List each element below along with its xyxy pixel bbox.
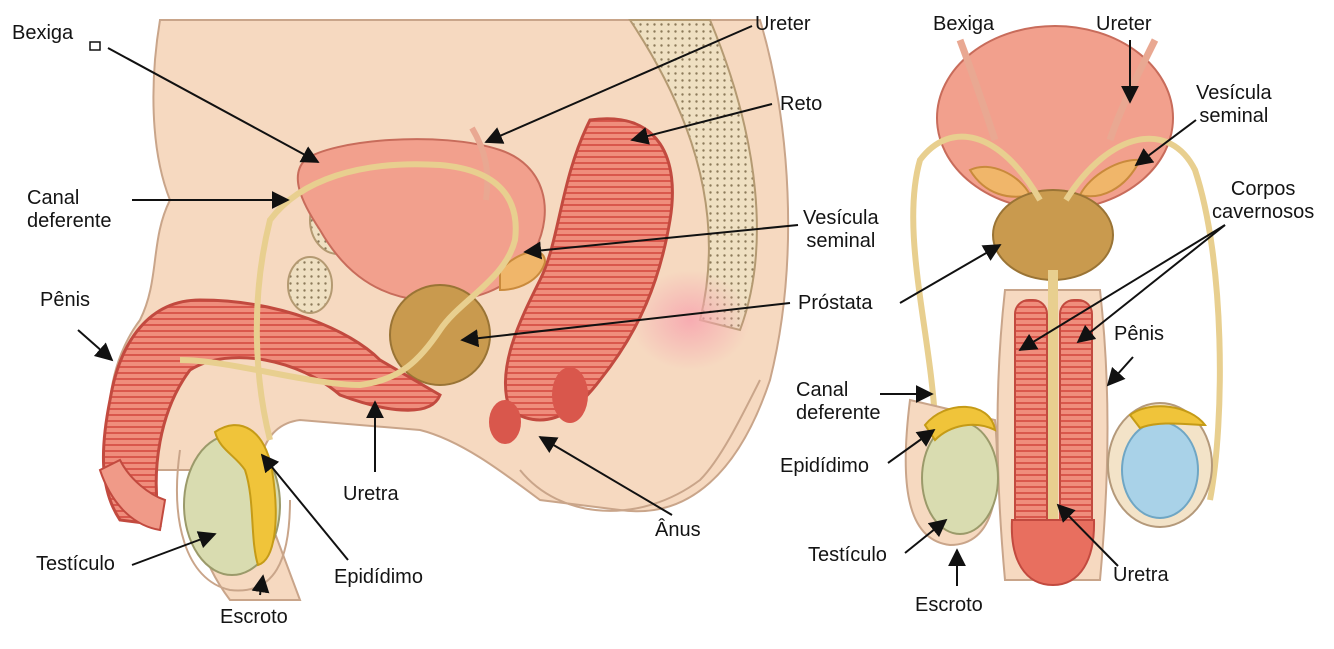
label-rectum: Reto <box>780 93 822 116</box>
label-corpora-cavernosa-line2: cavernosos <box>1212 201 1314 224</box>
sagittal-view <box>100 20 788 600</box>
label-bladder: Bexiga <box>12 22 73 45</box>
label-seminal-vesicle-frontal-line2: seminal <box>1196 105 1272 128</box>
label-vas-deferens-frontal-line2: deferente <box>796 402 881 425</box>
label-vas-deferens-line2: deferente <box>27 210 112 233</box>
label-scrotum: Escroto <box>220 606 288 629</box>
label-bladder-frontal: Bexiga <box>933 13 994 36</box>
label-epididymis-frontal: Epidídimo <box>780 455 869 478</box>
bladder-label-marker <box>90 42 100 50</box>
label-corpora-cavernosa-line1: Corpos <box>1212 178 1314 201</box>
label-ureter-frontal: Ureter <box>1096 13 1152 36</box>
label-vas-deferens-line1: Canal <box>27 187 112 210</box>
rectum-wall <box>552 367 588 423</box>
label-penis-frontal: Pênis <box>1114 323 1164 346</box>
anal-canal <box>489 400 521 444</box>
label-vas-deferens: Canal deferente <box>27 187 112 233</box>
prostate-frontal <box>993 190 1113 280</box>
pubic-bone-lower <box>288 257 332 313</box>
testicle-right-core <box>1122 422 1198 518</box>
label-scrotum-frontal: Escroto <box>915 594 983 617</box>
label-corpora-cavernosa: Corpos cavernosos <box>1212 178 1314 224</box>
label-anus: Ânus <box>655 519 701 542</box>
label-prostate: Próstata <box>798 292 872 315</box>
label-seminal-vesicle: Vesícula seminal <box>803 207 879 253</box>
label-seminal-vesicle-line1: Vesícula <box>803 207 879 230</box>
label-epididymis: Epidídimo <box>334 566 423 589</box>
leader-penis-frontal <box>1108 357 1133 385</box>
label-seminal-vesicle-frontal-line1: Vesícula <box>1196 82 1272 105</box>
label-testicle-frontal: Testículo <box>808 544 887 567</box>
label-vas-deferens-frontal: Canal deferente <box>796 379 881 425</box>
label-penis: Pênis <box>40 289 90 312</box>
label-seminal-vesicle-line2: seminal <box>803 230 879 253</box>
leader-penis <box>78 330 112 360</box>
bladder-frontal <box>937 26 1173 210</box>
label-vas-deferens-frontal-line1: Canal <box>796 379 881 402</box>
label-ureter: Ureter <box>755 13 811 36</box>
label-urethra-frontal: Uretra <box>1113 564 1169 587</box>
label-urethra: Uretra <box>343 483 399 506</box>
frontal-view <box>906 26 1220 585</box>
label-testicle: Testículo <box>36 553 115 576</box>
label-seminal-vesicle-frontal: Vesícula seminal <box>1196 82 1272 128</box>
